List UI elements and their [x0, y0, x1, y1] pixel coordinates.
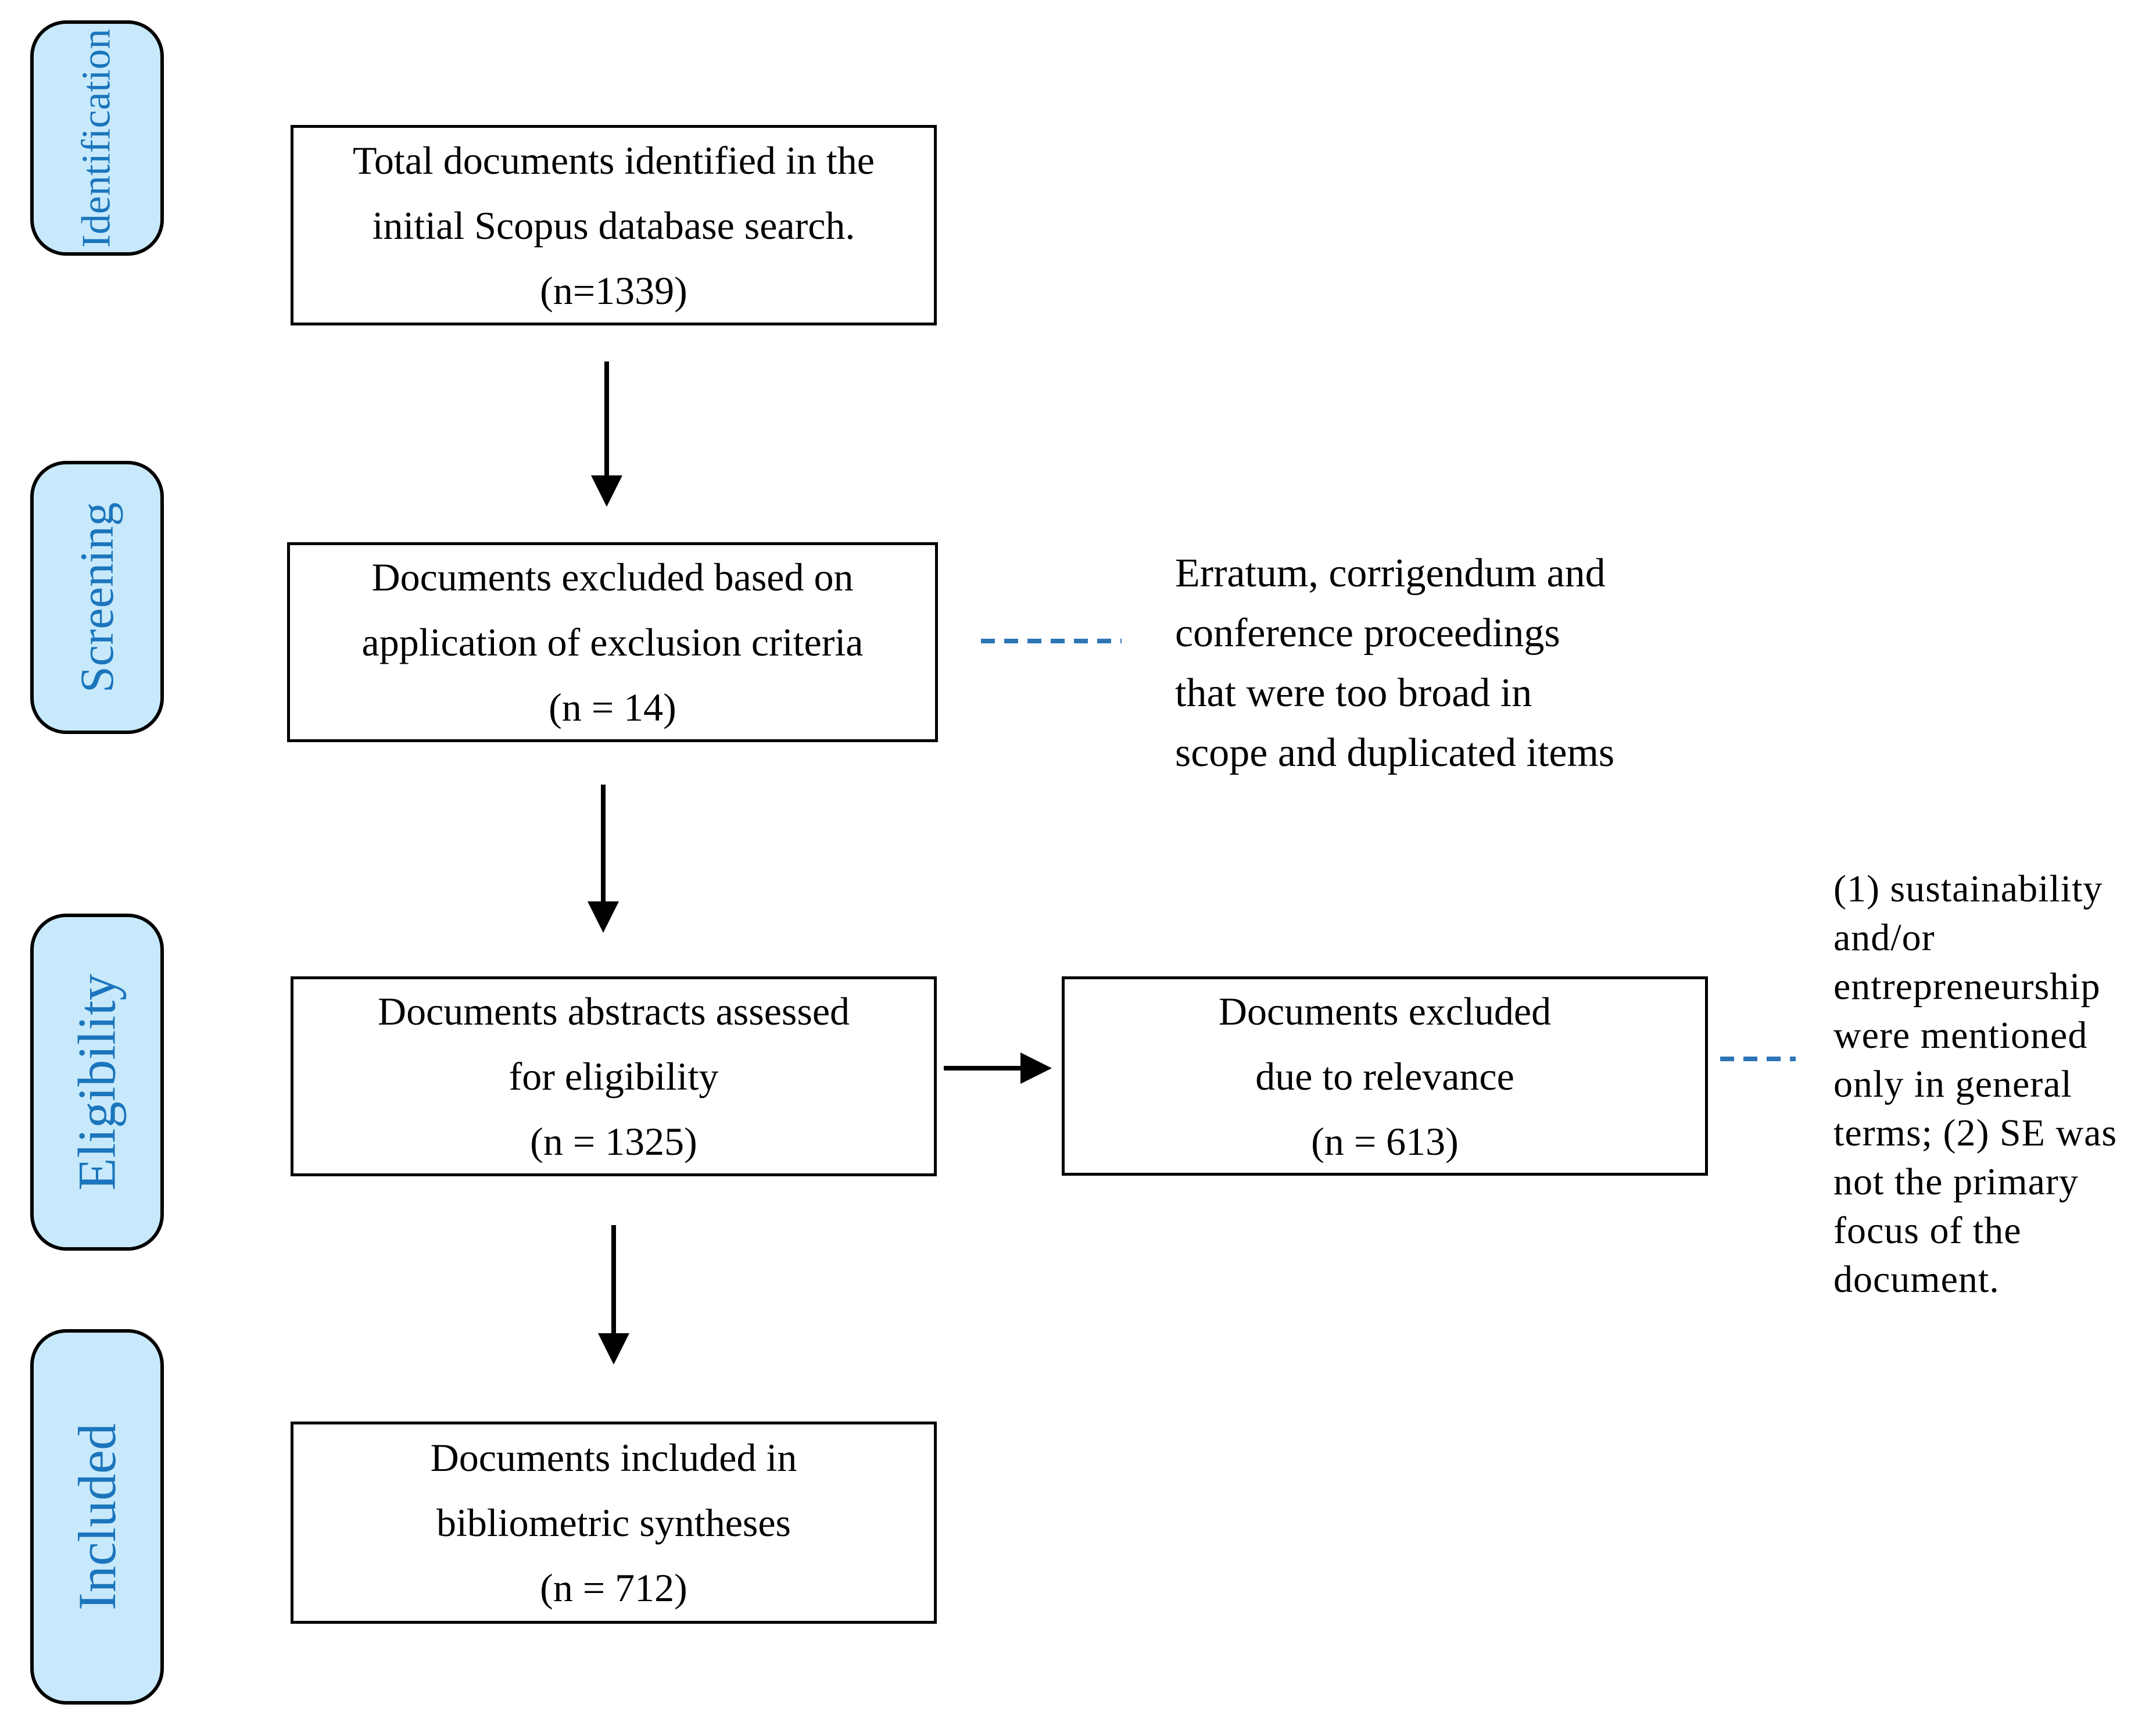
- arrow-assessed-to-included-head: [598, 1333, 629, 1365]
- stage-identification-label: Identification: [74, 28, 120, 248]
- stage-eligibility: Eligibility: [30, 914, 164, 1251]
- arrow-excluded-to-assessed-shaft: [601, 785, 606, 903]
- arrow-excluded-to-assessed-head: [588, 901, 619, 933]
- stage-screening: Screening: [30, 461, 164, 734]
- arrow-assessed-to-relevance-head: [1020, 1052, 1052, 1084]
- arrow-identified-to-excluded-head: [591, 475, 622, 507]
- stage-identification: Identification: [30, 20, 164, 256]
- stage-screening-label: Screening: [70, 502, 124, 693]
- arrow-identified-to-excluded-shaft: [604, 361, 609, 477]
- stage-included: Included: [30, 1329, 164, 1705]
- dashed-connector-exclusion-note: [981, 639, 1122, 643]
- dashed-connector-relevance-note: [1720, 1057, 1796, 1061]
- arrow-assessed-to-relevance-shaft: [944, 1066, 1022, 1071]
- stage-eligibility-label: Eligibility: [67, 973, 127, 1191]
- arrow-assessed-to-included-shaft: [611, 1225, 616, 1334]
- stage-included-label: Included: [67, 1423, 127, 1610]
